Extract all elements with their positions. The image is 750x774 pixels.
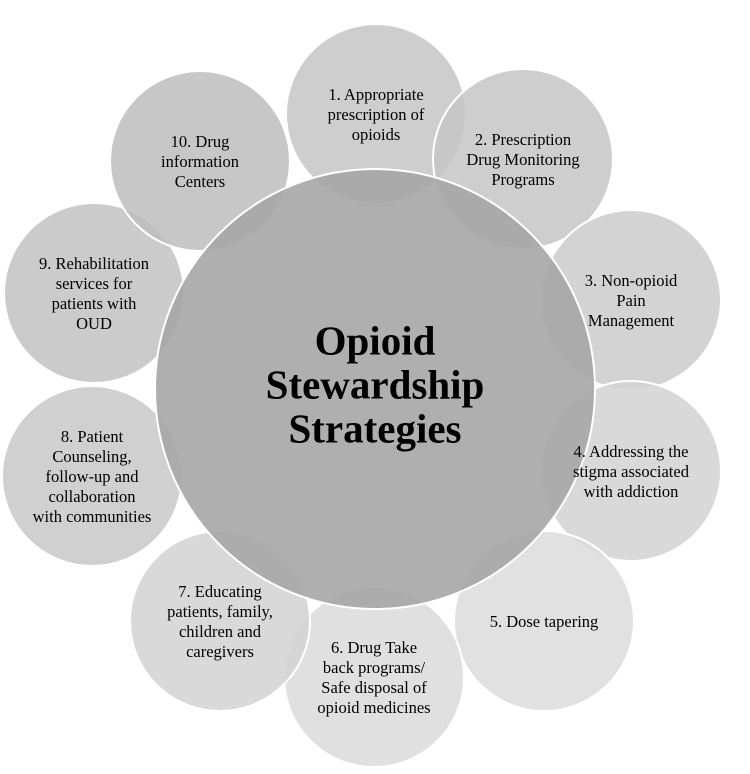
strategy-label-7-line-3: children and xyxy=(179,622,262,641)
strategy-label-8-line-2: Counseling, xyxy=(52,447,131,466)
strategy-label-6-line-2: back programs/ xyxy=(323,658,426,677)
center-hub xyxy=(154,168,596,610)
strategy-label-7-line-1: 7. Educating xyxy=(178,582,261,601)
strategy-label-8-line-3: follow-up and xyxy=(45,467,139,486)
strategy-label-8-line-1: 8. Patient xyxy=(61,427,124,446)
strategy-label-4-line-2: stigma associated xyxy=(573,462,690,481)
strategy-label-4-line-3: with addiction xyxy=(584,482,679,501)
strategy-label-9-line-4: OUD xyxy=(76,314,112,333)
strategy-label-7-line-4: caregivers xyxy=(186,642,254,661)
strategy-label-10-line-3: Centers xyxy=(175,172,225,191)
strategy-label-8-line-5: with communities xyxy=(33,507,152,526)
strategy-label-2-line-3: Programs xyxy=(491,170,554,189)
strategy-label-8-line-4: collaboration xyxy=(48,487,135,506)
strategy-label-6-line-4: opioid medicines xyxy=(317,698,430,717)
center-title-line-3: Strategies xyxy=(288,405,461,451)
strategy-circles xyxy=(1,23,722,768)
strategy-label-2-line-2: Drug Monitoring xyxy=(466,150,579,169)
strategy-label-4-line-1: 4. Addressing the xyxy=(573,442,688,461)
strategy-label-6-line-1: 6. Drug Take xyxy=(331,638,417,657)
strategy-label-10-line-2: information xyxy=(161,152,239,171)
strategy-label-1-line-1: 1. Appropriate xyxy=(328,85,423,104)
strategy-label-3-line-2: Pain xyxy=(616,291,645,310)
strategy-label-1-line-3: opioids xyxy=(352,125,401,144)
center-title-line-2: Stewardship xyxy=(266,361,485,407)
strategy-label-9-line-3: patients with xyxy=(52,294,138,313)
strategy-label-3-line-1: 3. Non-opioid xyxy=(585,271,678,290)
strategy-circle-10 xyxy=(109,70,291,252)
strategy-label-10-line-1: 10. Drug xyxy=(171,132,230,151)
center-circle xyxy=(154,168,596,610)
center-title-line-1: Opioid xyxy=(315,317,436,363)
strategy-label-3-line-3: Management xyxy=(588,311,675,330)
strategy-label-9-line-2: services for xyxy=(56,274,133,293)
strategy-label-5-line-1: 5. Dose tapering xyxy=(490,612,599,631)
strategy-label-2-line-1: 2. Prescription xyxy=(475,130,571,149)
strategy-label-1-line-2: prescription of xyxy=(328,105,425,124)
strategy-label-5: 5. Dose tapering xyxy=(490,612,599,631)
strategy-label-7-line-2: patients, family, xyxy=(167,602,273,621)
strategy-label-6-line-3: Safe disposal of xyxy=(321,678,427,697)
strategy-label-9-line-1: 9. Rehabilitation xyxy=(39,254,149,273)
